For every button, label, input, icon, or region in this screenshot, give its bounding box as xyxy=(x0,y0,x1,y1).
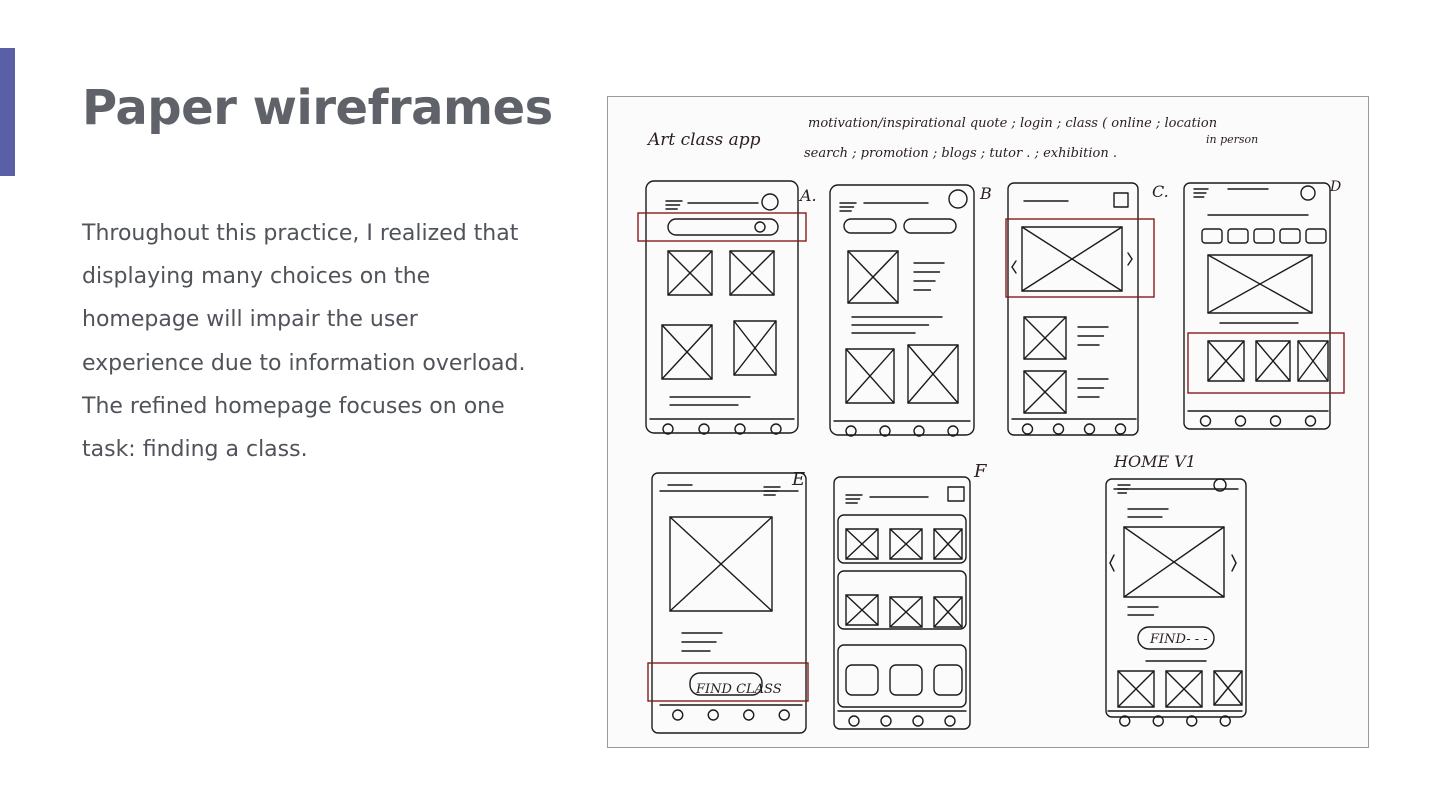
pill-button xyxy=(904,219,956,233)
icon-circle xyxy=(1116,424,1126,434)
label-c: C. xyxy=(1152,182,1169,201)
slide-title: Paper wireframes xyxy=(82,80,553,136)
icon-circle xyxy=(1301,186,1315,200)
thumb xyxy=(934,665,962,695)
search-bar xyxy=(668,219,778,235)
icon-circle xyxy=(1201,416,1211,426)
sketch-stroke xyxy=(948,487,964,501)
category-chip xyxy=(1202,229,1222,243)
icon-circle xyxy=(755,222,765,232)
icon-circle xyxy=(1085,424,1095,434)
section-card xyxy=(838,571,966,629)
red-highlight xyxy=(1188,333,1344,393)
sketch-notes-line2: search ; promotion ; blogs ; tutor . ; e… xyxy=(804,146,1117,161)
icon-circle xyxy=(913,716,923,726)
icon-circle xyxy=(849,716,859,726)
icon-circle xyxy=(1236,416,1246,426)
icon-circle xyxy=(708,710,718,720)
label-d: D xyxy=(1329,179,1341,195)
icon-circle xyxy=(1271,416,1281,426)
icon-circle xyxy=(762,194,778,210)
icon-circle xyxy=(1306,416,1316,426)
icon-circle xyxy=(744,710,754,720)
find-text: FIND- - - xyxy=(1149,632,1208,647)
sketch-stroke xyxy=(1012,261,1016,267)
category-chip xyxy=(1254,229,1274,243)
category-chip xyxy=(1280,229,1300,243)
icon-circle xyxy=(881,716,891,726)
pill-button xyxy=(844,219,896,233)
icon-circle xyxy=(1054,424,1064,434)
sketch-stroke xyxy=(1110,555,1114,563)
section-card xyxy=(838,645,966,707)
sketch-drawing: Art class app motivation/inspirational q… xyxy=(608,97,1369,748)
label-f: F xyxy=(973,461,988,482)
thumb xyxy=(846,665,878,695)
sketch-stroke xyxy=(1110,563,1114,571)
sketch-notes-line1b: in person xyxy=(1206,133,1258,146)
sketch-stroke xyxy=(1128,253,1132,259)
sketch-strokes xyxy=(638,181,1344,733)
sketch-app-title: Art class app xyxy=(646,130,761,150)
sketch-stroke xyxy=(1114,193,1128,207)
label-a: A. xyxy=(798,186,817,205)
wireframe-sketch-image: Art class app motivation/inspirational q… xyxy=(607,96,1369,748)
sketch-stroke xyxy=(1012,267,1016,273)
icon-circle xyxy=(1023,424,1033,434)
sketch-stroke xyxy=(1232,563,1236,571)
category-chip xyxy=(1228,229,1248,243)
body-paragraph: Throughout this practice, I realized tha… xyxy=(82,212,542,471)
icon-circle xyxy=(779,710,789,720)
icon-circle xyxy=(673,710,683,720)
category-chip xyxy=(1306,229,1326,243)
phone-frame xyxy=(1008,183,1138,435)
icon-circle xyxy=(945,716,955,726)
thumb xyxy=(890,665,922,695)
sketch-stroke xyxy=(1128,259,1132,265)
label-home-v1: HOME V1 xyxy=(1113,452,1196,471)
red-highlight xyxy=(638,213,806,241)
icon-circle xyxy=(949,190,967,208)
label-e: E xyxy=(791,469,805,490)
phone-frame xyxy=(1184,183,1330,429)
label-b: B xyxy=(979,184,992,203)
sketch-notes-line1: motivation/inspirational quote ; login ;… xyxy=(808,116,1217,131)
accent-bar xyxy=(0,48,15,176)
sketch-stroke xyxy=(1232,555,1236,563)
